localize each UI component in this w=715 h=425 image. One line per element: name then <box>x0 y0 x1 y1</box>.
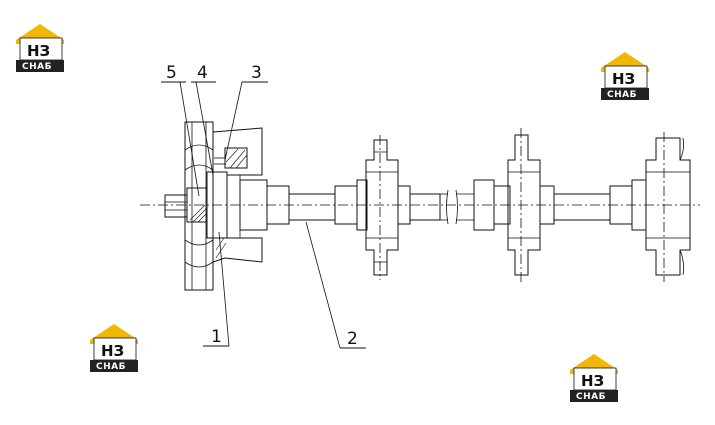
brand-logo-bottom-left: НЗ СНАБ <box>86 322 142 374</box>
svg-text:НЗ: НЗ <box>101 342 124 360</box>
svg-text:СНАБ: СНАБ <box>607 90 637 100</box>
shaft-right <box>539 179 647 231</box>
callout-label-2: 2 <box>347 329 358 349</box>
sprocket-1 <box>365 135 399 280</box>
svg-text:НЗ: НЗ <box>581 372 604 390</box>
callout-1: 1 <box>203 231 230 347</box>
bolt-head <box>164 194 188 218</box>
svg-text:НЗ: НЗ <box>27 42 50 60</box>
callout-2: 2 <box>305 221 366 349</box>
sprocket-2 <box>507 128 541 282</box>
shaft <box>239 179 368 231</box>
brand-logo-top-left: НЗ СНАБ <box>12 22 68 74</box>
brand-logo-top-right: НЗ СНАБ <box>597 50 653 102</box>
callout-5: 5 <box>161 63 200 197</box>
flange-plate <box>184 121 214 291</box>
callout-label-4: 4 <box>197 63 208 83</box>
shaft-neck <box>288 193 336 221</box>
svg-text:СНАБ: СНАБ <box>576 392 606 402</box>
callout-label-1: 1 <box>211 327 222 347</box>
callout-label-3: 3 <box>251 63 262 83</box>
callout-3: 3 <box>224 63 268 161</box>
left-hub-assembly <box>164 121 263 291</box>
brand-logo-bottom-right: НЗ СНАБ <box>566 352 622 404</box>
svg-text:СНАБ: СНАБ <box>22 62 52 72</box>
right-wheel <box>645 132 691 282</box>
callout-label-5: 5 <box>166 63 177 83</box>
svg-text:НЗ: НЗ <box>612 70 635 88</box>
shaft-middle <box>397 179 511 231</box>
callout-4: 4 <box>191 63 216 176</box>
svg-text:СНАБ: СНАБ <box>96 362 126 372</box>
